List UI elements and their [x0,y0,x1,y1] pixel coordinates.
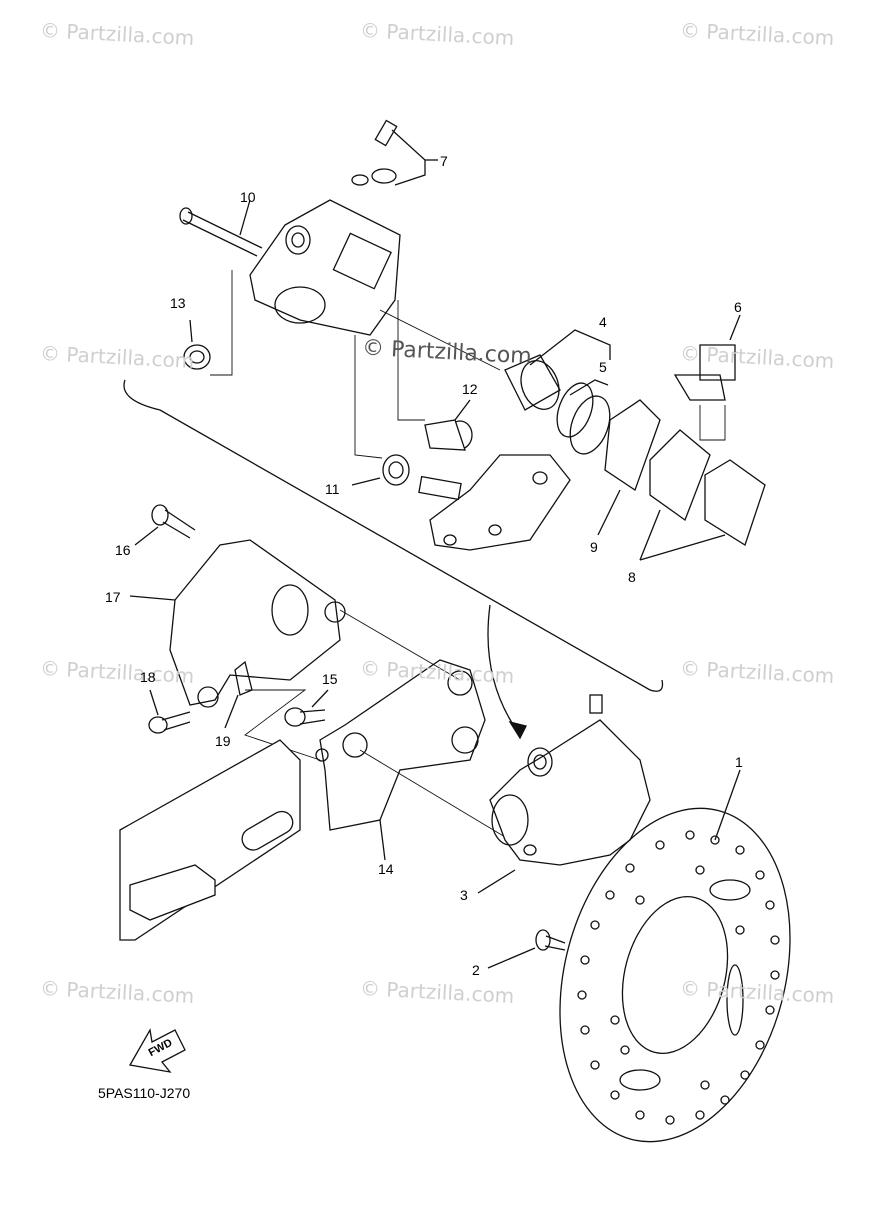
part-piston-seals [556,382,611,455]
leader-8a [639,509,661,561]
callout-9: 9 [590,539,598,555]
callout-4: 4 [599,314,607,330]
leader-4 [529,329,611,366]
callout-3: 3 [460,887,468,903]
leader-3 [477,869,516,894]
part-disc-screw [535,929,566,951]
part-caliper-bracket-lower [315,659,486,831]
part-bolt-16 [151,504,196,539]
callout-15: 15 [322,671,338,687]
part-piston [504,354,561,411]
callout-18: 18 [140,669,156,685]
part-pad-9 [604,399,661,492]
leader-9 [597,489,621,536]
part-caliper-body-upper [249,199,401,336]
part-sleeve-12 [424,419,473,451]
part-pin [179,207,263,257]
part-pad-spring [673,344,736,401]
leader-19 [224,694,239,729]
part-caliper-guard [169,539,346,708]
part-pads-8 [649,429,766,546]
leader-10 [239,199,251,236]
part-bleeder-screw [351,119,398,186]
leader-13 [189,319,193,343]
callout-14: 14 [378,861,394,877]
callout-13: 13 [170,295,186,311]
leader-5 [569,379,609,396]
part-brake-disc [559,807,791,1143]
part-boot-11 [382,454,410,486]
leader-15 [311,689,329,708]
leader-8b [639,534,726,561]
leader-18 [149,689,159,716]
diagram-code: 5PAS110-J270 [98,1085,191,1101]
leader-7 [391,129,426,186]
leader-11 [351,477,381,486]
callout-19: 19 [215,733,231,749]
part-swingarm [119,739,301,941]
leader-6 [729,314,741,341]
assembly-arrow-head [508,720,527,740]
fwd-arrow [128,1028,186,1073]
callout-2: 2 [472,962,480,978]
leader-14 [379,819,386,861]
part-caliper-assembly [489,694,651,866]
group-boundary-line [123,379,664,692]
callout-17: 17 [105,589,121,605]
callout-6: 6 [734,299,742,315]
leader-17 [129,595,176,601]
callout-5: 5 [599,359,607,375]
part-bolt-18 [148,711,191,734]
callout-1: 1 [735,754,743,770]
part-caliper-bracket-upper [418,454,571,551]
callout-12: 12 [462,381,478,397]
leader-16 [134,526,159,546]
part-boot-13 [183,344,211,370]
leader-12 [454,399,471,421]
part-bolt-15 [284,707,326,727]
callout-16: 16 [115,542,131,558]
callout-11: 11 [325,481,340,497]
callout-8: 8 [628,569,636,585]
leader-2 [487,947,536,969]
callout-7: 7 [440,153,448,169]
callout-10: 10 [240,189,256,205]
leader-1 [714,769,741,841]
